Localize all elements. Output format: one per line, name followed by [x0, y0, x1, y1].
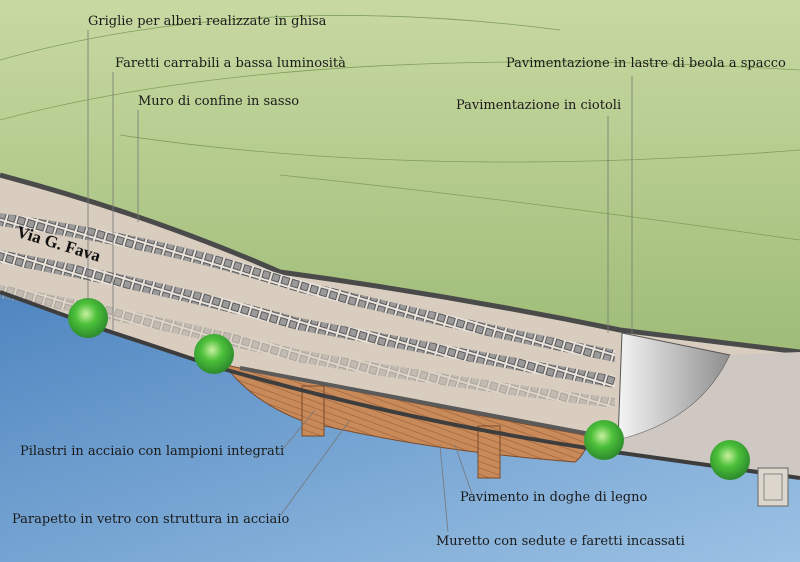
tree	[68, 298, 108, 338]
label-spotlights: Faretti carrabili a bassa luminosità	[115, 56, 346, 71]
contour-line	[119, 134, 800, 163]
leader-line-parapet	[279, 419, 351, 517]
label-grilles: Griglie per alberi realizzate in ghisa	[88, 14, 327, 29]
contour-line	[0, 61, 800, 121]
contour-line	[0, 15, 561, 61]
label-steel-pillars: Pilastri in acciaio con lampioni integra…	[20, 444, 285, 459]
beola-fan-paving	[617, 332, 731, 441]
contour-line	[279, 174, 800, 241]
cobble-band	[0, 213, 615, 362]
tree	[584, 420, 624, 460]
boundary-stone-wall	[0, 172, 800, 355]
low-wall-seats	[239, 366, 591, 436]
label-beola-paving: Pavimentazione in lastre di beola a spac…	[506, 56, 786, 71]
deck-pier	[477, 425, 501, 479]
leader-line-pillars	[281, 409, 316, 451]
label-wood-deck: Pavimento in doghe di legno	[460, 490, 648, 505]
tree	[194, 334, 234, 374]
glass-parapet	[0, 290, 800, 480]
label-low-wall: Muretto con sedute e faretti incassati	[436, 534, 685, 549]
leader-line-lowwall	[439, 444, 449, 533]
cobble-band	[0, 285, 615, 408]
label-glass-parapet: Parapetto in vetro con struttura in acci…	[12, 512, 290, 527]
label-cobble-paving: Pavimentazione in ciotoli	[456, 98, 622, 113]
plaza-right	[618, 352, 800, 478]
label-stone-wall: Muro di confine in sasso	[138, 94, 300, 109]
cobble-band	[0, 250, 615, 388]
kiosk-structure-inner	[763, 473, 783, 501]
leader-line-wood	[454, 444, 473, 495]
deck-pier	[301, 385, 325, 437]
tree	[710, 440, 750, 480]
